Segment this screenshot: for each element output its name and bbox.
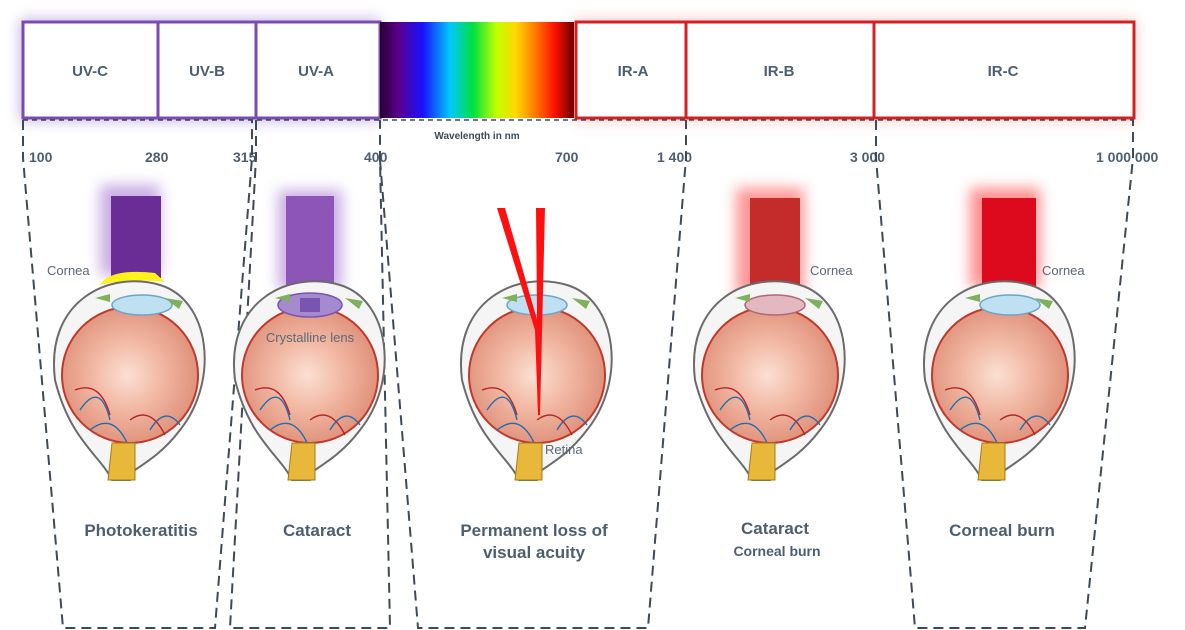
label-cornea-3: Cornea <box>1042 263 1085 278</box>
band-label-irb: IR-B <box>764 63 795 80</box>
wavelength-caption: Wavelength in nm <box>434 131 519 142</box>
funnel-uva <box>228 120 392 629</box>
tick-400: 400 <box>364 149 388 165</box>
tick-280: 280 <box>145 149 169 165</box>
funnel-ir <box>875 120 1134 629</box>
eye-visible: Retina <box>459 208 613 481</box>
tick-100: 100 <box>29 149 53 165</box>
caption-cataract-irb: Cataract <box>741 519 809 538</box>
caption-corneal-burn-irb: Corneal burn <box>733 543 820 559</box>
band-uvc <box>21 20 160 120</box>
funnel-panels <box>22 120 1134 629</box>
irc-beam <box>982 198 1036 292</box>
caption-cataract-uva: Cataract <box>283 521 351 540</box>
funnel-visible <box>379 120 687 629</box>
visible-beam-left <box>497 208 540 330</box>
eye-photokeratitis: Cornea <box>47 185 206 481</box>
spectrum-bar: UV-C UV-B UV-A IR-A IR-B IR-C Wavelength… <box>20 19 1136 142</box>
caption-loss-acuity-1: Permanent loss of <box>460 521 608 540</box>
tick-3000: 3 000 <box>850 149 885 165</box>
visible-spectrum <box>380 22 574 118</box>
caption-corneal-burn-irc: Corneal burn <box>949 521 1055 540</box>
wavelength-ticks: 100 280 315 400 700 1 400 3 000 1 000 00… <box>29 149 1158 165</box>
label-crystalline-lens: Crystalline lens <box>266 330 355 345</box>
band-ira <box>574 20 688 120</box>
eye-cataract-irb: Cornea <box>692 188 853 481</box>
tick-1400: 1 400 <box>657 149 692 165</box>
band-label-ira: IR-A <box>618 63 649 80</box>
funnel-uvc-uvb <box>22 120 253 629</box>
label-cornea-2: Cornea <box>810 263 853 278</box>
tick-700: 700 <box>555 149 579 165</box>
band-irc <box>872 20 1136 120</box>
band-label-uvc: UV-C <box>72 63 108 80</box>
eye-corneal-burn: Cornea <box>922 188 1085 481</box>
effect-captions: Photokeratitis Cataract Permanent loss o… <box>84 519 1055 562</box>
band-label-uvb: UV-B <box>189 63 225 80</box>
label-cornea-1: Cornea <box>47 263 90 278</box>
band-label-irc: IR-C <box>988 63 1019 80</box>
caption-photokeratitis: Photokeratitis <box>84 521 197 540</box>
band-irb <box>684 20 876 120</box>
tick-315: 315 <box>233 149 257 165</box>
tick-1000000: 1 000 000 <box>1096 149 1158 165</box>
band-label-uva: UV-A <box>298 63 334 80</box>
uv-beam <box>111 196 161 278</box>
caption-loss-acuity-2: visual acuity <box>483 543 586 562</box>
eye-cataract-uva: Crystalline lens <box>232 190 386 481</box>
label-retina: Retina <box>545 442 583 457</box>
